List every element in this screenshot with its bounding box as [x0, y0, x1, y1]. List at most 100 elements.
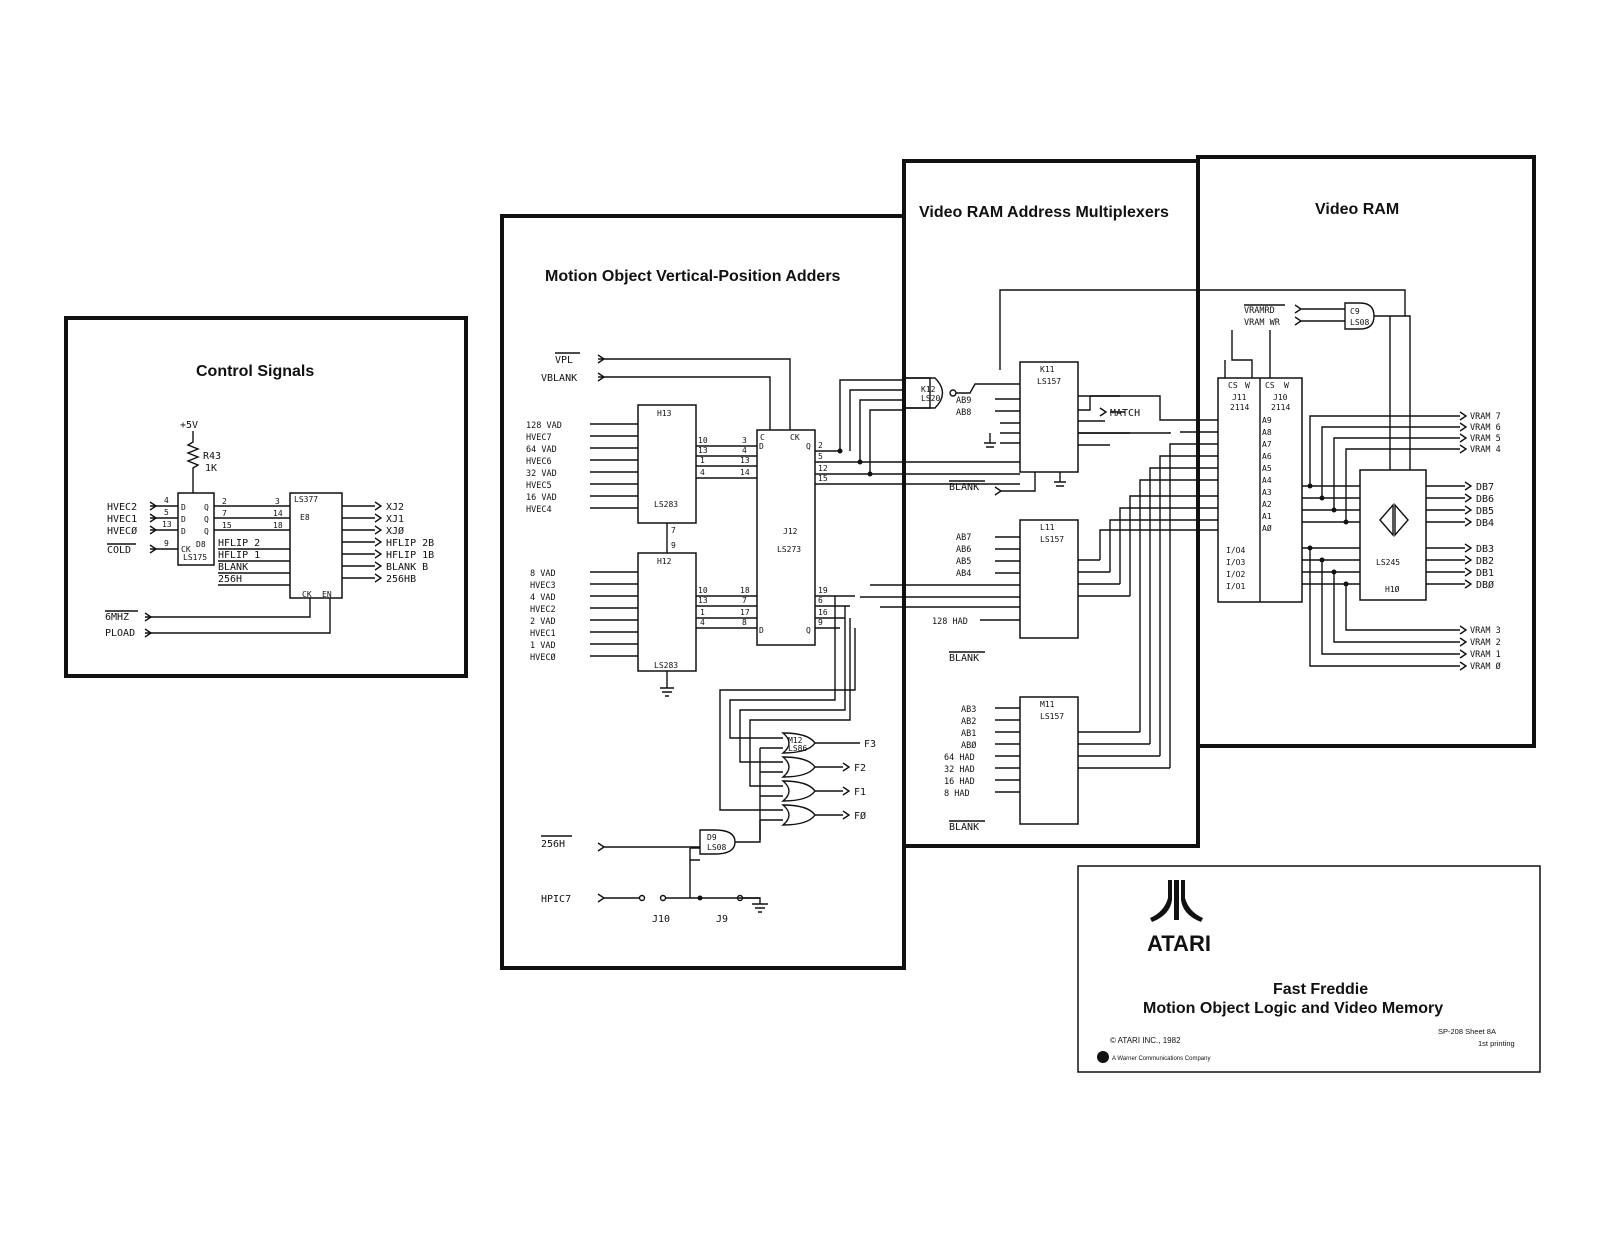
k12-ref: K12 — [921, 385, 936, 394]
l11-chip — [1019, 519, 1079, 639]
svg-text:D: D — [181, 527, 186, 536]
l11-input-3: AB4 — [956, 569, 971, 579]
ctrl-output-5: BLANK B — [386, 562, 428, 573]
atari-fuji-logo: ATARI — [1147, 880, 1211, 956]
io-pin-3: I/O1 — [1226, 582, 1245, 591]
ctrl-input-0: HVEC2 — [107, 502, 137, 513]
h12-input-4: 2 VAD — [530, 617, 556, 627]
io-pin-2: I/O2 — [1226, 570, 1245, 579]
svg-text:4: 4 — [742, 446, 747, 455]
l11-input-2: AB5 — [956, 557, 971, 567]
mux-title: Video RAM Address Multiplexers — [919, 204, 1169, 221]
l11-type: LS157 — [1040, 535, 1064, 544]
svg-text:12: 12 — [818, 464, 828, 473]
svg-text:Q: Q — [806, 442, 811, 451]
svg-text:4: 4 — [164, 496, 169, 505]
addr-pin-5: A4 — [1262, 476, 1272, 485]
m11-input-7: 8 HAD — [944, 789, 970, 799]
db-hi-1: DB6 — [1476, 494, 1494, 505]
m11-input-0: AB3 — [961, 705, 976, 715]
svg-text:W: W — [1284, 381, 1289, 390]
m12-type: LS86 — [788, 744, 807, 753]
vramrd-label: VRAMRD — [1244, 306, 1275, 316]
printing: 1st printing — [1478, 1039, 1515, 1048]
vram-lo-2: VRAM 1 — [1470, 650, 1501, 660]
svg-text:CK: CK — [181, 545, 191, 554]
db-lo-3: DBØ — [1476, 579, 1494, 591]
svg-text:7: 7 — [222, 509, 227, 518]
e8-input-1: HFLIP 1 — [218, 550, 260, 561]
addr-pin-7: A2 — [1262, 500, 1272, 509]
l11-input-0: AB7 — [956, 533, 971, 543]
k11-chip — [1019, 361, 1079, 473]
svg-text:C: C — [760, 433, 765, 442]
svg-text:Q: Q — [204, 515, 209, 524]
h10-chip — [1359, 469, 1427, 601]
h13-input-1: HVEC7 — [526, 433, 552, 443]
xor-output-1: F2 — [854, 763, 866, 774]
m11-ref: M11 — [1040, 700, 1055, 709]
svg-text:2: 2 — [222, 497, 227, 506]
db-hi-2: DB5 — [1476, 506, 1494, 517]
svg-text:18: 18 — [740, 586, 750, 595]
svg-text:D: D — [759, 442, 764, 451]
svg-text:Q: Q — [806, 626, 811, 635]
svg-text:CK: CK — [790, 433, 800, 442]
io-pin-0: I/O4 — [1226, 546, 1245, 555]
svg-text:7: 7 — [671, 526, 676, 535]
xor-output-2: F1 — [854, 787, 866, 798]
j12-ref: J12 — [783, 527, 798, 536]
l11-ref: L11 — [1040, 523, 1055, 532]
svg-text:13: 13 — [698, 446, 708, 455]
j11-type: 2114 — [1230, 403, 1249, 412]
addr-pin-1: A8 — [1262, 428, 1272, 437]
l11-blank-label: BLANK — [949, 653, 979, 664]
control-signals-title: Control Signals — [196, 363, 314, 380]
vblank-label: VBLANK — [541, 373, 577, 384]
svg-text:16: 16 — [818, 608, 828, 617]
h13-input-4: 32 VAD — [526, 469, 557, 479]
warner-logo-icon — [1097, 1051, 1109, 1063]
h12-input-6: 1 VAD — [530, 641, 556, 651]
k11-blank-label: BLANK — [949, 482, 979, 493]
svg-text:19: 19 — [818, 586, 828, 595]
svg-text:CS: CS — [1228, 381, 1238, 390]
svg-text:15: 15 — [222, 521, 232, 530]
svg-text:8: 8 — [742, 618, 747, 627]
vram-lo-0: VRAM 3 — [1470, 626, 1501, 636]
ctrl-input-3: COLD — [107, 545, 131, 556]
h13-input-6: 16 VAD — [526, 493, 557, 503]
addr-pin-8: A1 — [1262, 512, 1272, 521]
m11-input-6: 16 HAD — [944, 777, 975, 787]
svg-text:W: W — [1245, 381, 1250, 390]
match-label: MATCH — [1110, 408, 1140, 419]
db-hi-0: DB7 — [1476, 482, 1494, 493]
m12-ref: M12 — [788, 736, 803, 745]
ctrl-output-6: 256HB — [386, 574, 416, 585]
k12-type: LS20 — [921, 394, 940, 403]
e8-type: LS377 — [294, 495, 318, 504]
h12-input-3: HVEC2 — [530, 605, 556, 615]
k11-input-0: AB9 — [956, 396, 971, 406]
db-lo-0: DB3 — [1476, 544, 1494, 555]
ctrl-output-3: HFLIP 2B — [386, 538, 434, 549]
h13-input-5: HVEC5 — [526, 481, 552, 491]
d9-ref: D9 — [707, 833, 717, 842]
atari-logo-text: ATARI — [1147, 931, 1211, 956]
vramwr-label: VRAM WR — [1244, 318, 1281, 328]
svg-text:1: 1 — [700, 456, 705, 465]
ctrl-output-2: XJØ — [386, 525, 404, 537]
d9-type: LS08 — [707, 843, 726, 852]
jumper-j9-label: J9 — [716, 914, 728, 925]
ctrl-output-1: XJ1 — [386, 514, 404, 525]
h12-input-0: 8 VAD — [530, 569, 556, 579]
svg-text:EN: EN — [322, 590, 332, 599]
h12-input-5: HVEC1 — [530, 629, 556, 639]
mux-panel — [902, 159, 1200, 848]
svg-text:D: D — [181, 515, 186, 524]
svg-text:Q: Q — [204, 527, 209, 536]
svg-text:2: 2 — [818, 441, 823, 450]
svg-text:CK: CK — [302, 590, 312, 599]
j10-ref: J10 — [1273, 393, 1288, 402]
